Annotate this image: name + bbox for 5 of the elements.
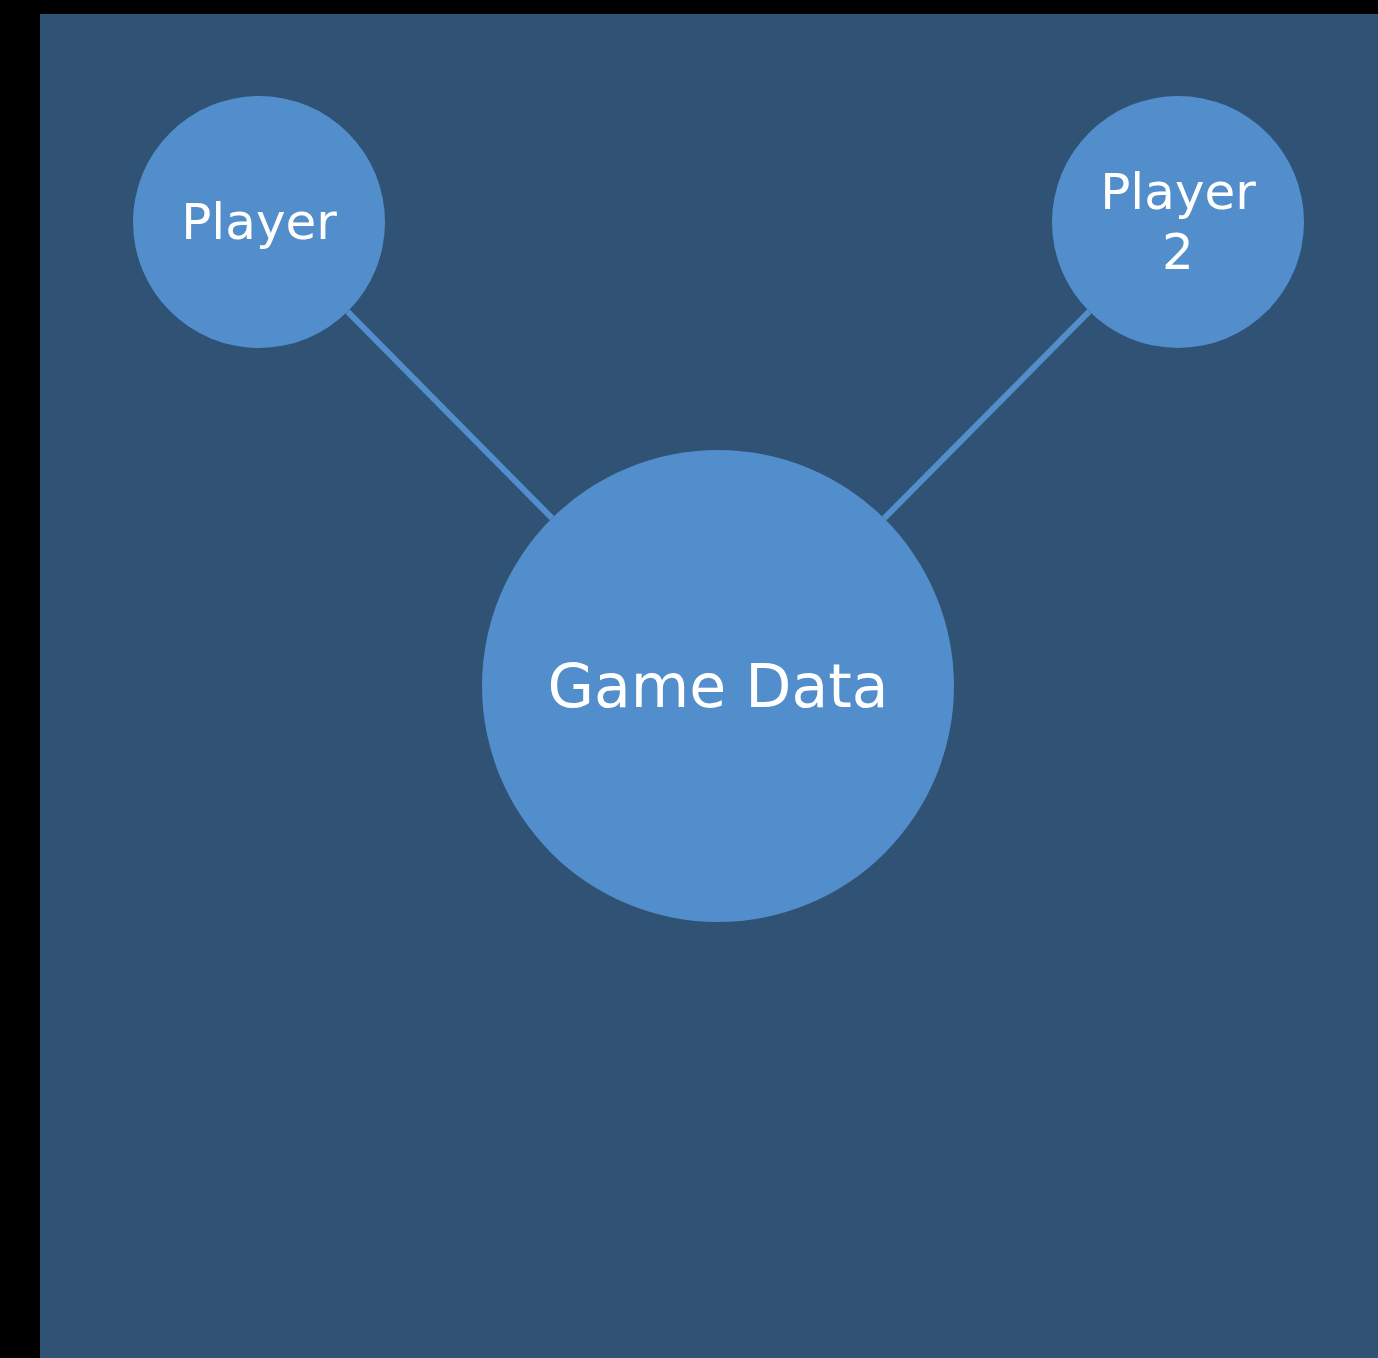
node-label: Player <box>181 192 337 252</box>
node-label: Game Data <box>547 650 889 722</box>
node-label: Player 2 <box>1099 162 1257 282</box>
connector-line <box>345 309 555 521</box>
connector-line <box>882 309 1092 521</box>
